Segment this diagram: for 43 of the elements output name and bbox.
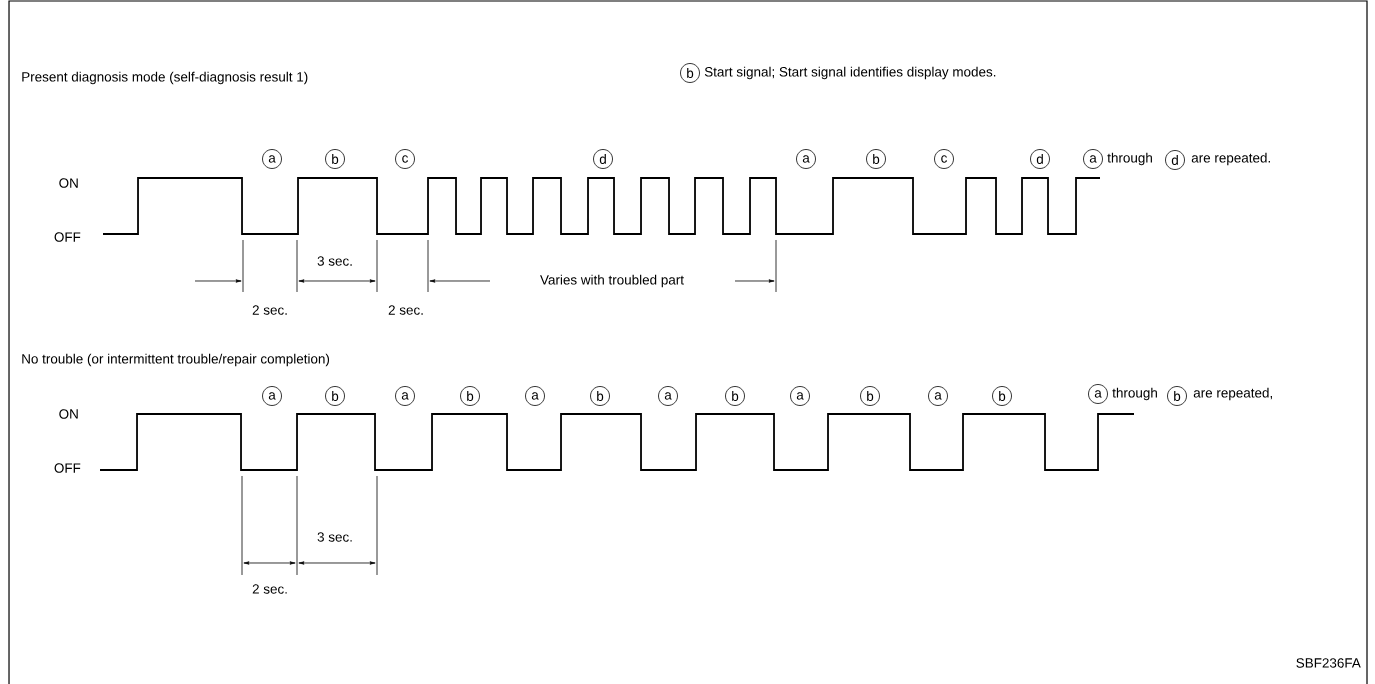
circled-letter: a — [395, 386, 415, 406]
dimension-label: 3 sec. — [317, 532, 352, 542]
text-label: Start signal; Start signal identifies display modes. — [704, 66, 996, 80]
text-label: are repeated, — [1193, 387, 1272, 401]
circled-letter: b — [680, 63, 700, 83]
dimension-label: Varies with troubled part — [537, 271, 688, 291]
circled-letter: b — [1167, 386, 1187, 406]
circled-letter: a — [796, 149, 816, 169]
circled-letter: b — [590, 386, 610, 406]
circled-letter: b — [866, 149, 886, 169]
circled-letter: a — [525, 386, 545, 406]
text-label: SBF236FA — [1296, 658, 1361, 668]
dimension-label: 2 sec. — [252, 305, 287, 315]
circled-letter: c — [395, 149, 415, 169]
heading: Present diagnosis mode (self-diagnosis result 1) — [22, 71, 308, 85]
circled-letter: a — [790, 386, 810, 406]
text-label: are repeated. — [1191, 152, 1270, 166]
circled-letter: a — [658, 386, 678, 406]
circled-letter: c — [934, 149, 954, 169]
text-label: ON — [59, 178, 78, 188]
circled-letter: d — [1030, 149, 1050, 169]
circled-letter: a — [1083, 149, 1103, 169]
circled-letter: b — [325, 386, 345, 406]
circled-letter: d — [1165, 150, 1185, 170]
circled-letter: a — [262, 386, 282, 406]
text-label: ON — [59, 409, 78, 419]
circled-letter: a — [262, 149, 282, 169]
circled-letter: b — [992, 386, 1012, 406]
circled-letter: b — [860, 386, 880, 406]
dimension-label: 2 sec. — [252, 584, 287, 594]
circled-letter: a — [1088, 384, 1108, 404]
circled-letter: b — [725, 386, 745, 406]
circled-letter: b — [325, 149, 345, 169]
text-label: OFF — [54, 463, 81, 473]
circled-letter: b — [460, 386, 480, 406]
dimension-label: 3 sec. — [317, 256, 352, 266]
heading: No trouble (or intermittent trouble/repair completion) — [22, 353, 330, 367]
text-label: OFF — [54, 232, 81, 242]
dimension-label: 2 sec. — [388, 305, 423, 315]
circled-letter: d — [593, 149, 613, 169]
text-label: through — [1112, 387, 1157, 401]
circled-letter: a — [928, 386, 948, 406]
text-label: through — [1107, 152, 1152, 166]
